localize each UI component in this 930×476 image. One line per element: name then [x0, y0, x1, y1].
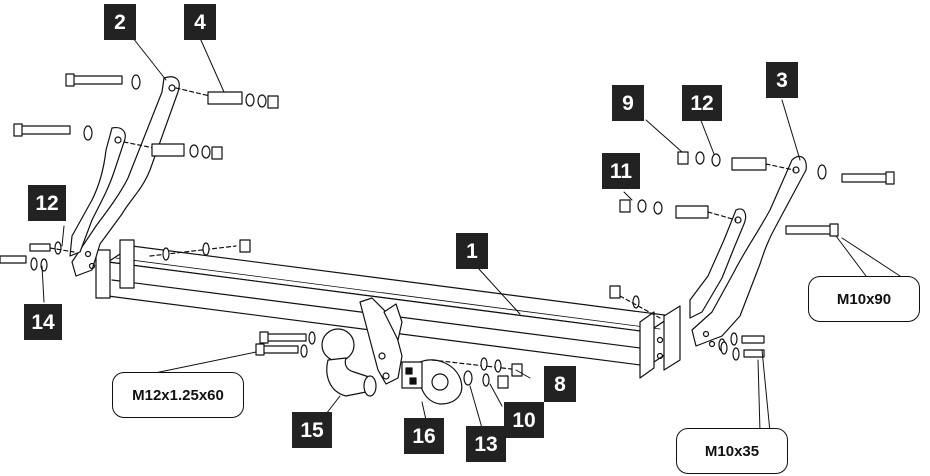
part-label-9: 9	[612, 85, 644, 121]
bolt-size-m10x35: M10x35	[676, 428, 788, 474]
part-label-10: 10	[504, 402, 544, 438]
part-label-11: 11	[602, 153, 640, 189]
part-label-1: 1	[456, 233, 488, 269]
right-lower-bolt-set	[619, 199, 839, 237]
tow-ball	[321, 328, 377, 397]
right-end-bolts	[718, 332, 765, 361]
socket-plate	[401, 359, 521, 405]
ball-mount-plate	[359, 297, 403, 385]
left-lower-bolt-set	[13, 123, 223, 160]
part-label-12-right: 12	[682, 85, 722, 121]
leader-lines	[41, 37, 901, 433]
part-label-15: 15	[292, 412, 332, 448]
part-label-12-left: 12	[28, 185, 66, 221]
right-upper-bolt-set	[677, 151, 895, 185]
bolt-size-m12x125x60: M12x1.25x60	[112, 372, 244, 418]
left-end-bolts	[0, 241, 75, 272]
part-label-4: 4	[184, 4, 216, 40]
part-label-8: 8	[544, 366, 576, 402]
part-label-2: 2	[104, 4, 136, 40]
part-label-13: 13	[466, 426, 506, 462]
socket-nuts	[463, 357, 523, 389]
left-bracket	[69, 76, 180, 277]
part-label-3: 3	[766, 62, 798, 98]
beam-left-nut-set	[149, 239, 251, 261]
right-bracket	[689, 155, 807, 348]
bolt-size-m10x90: M10x90	[808, 276, 920, 322]
ball-bolts	[255, 331, 316, 358]
left-upper-bolt-set	[65, 73, 279, 109]
part-label-14: 14	[24, 304, 62, 340]
part-label-16: 16	[404, 418, 444, 454]
beam-right-nut-set	[609, 285, 661, 319]
